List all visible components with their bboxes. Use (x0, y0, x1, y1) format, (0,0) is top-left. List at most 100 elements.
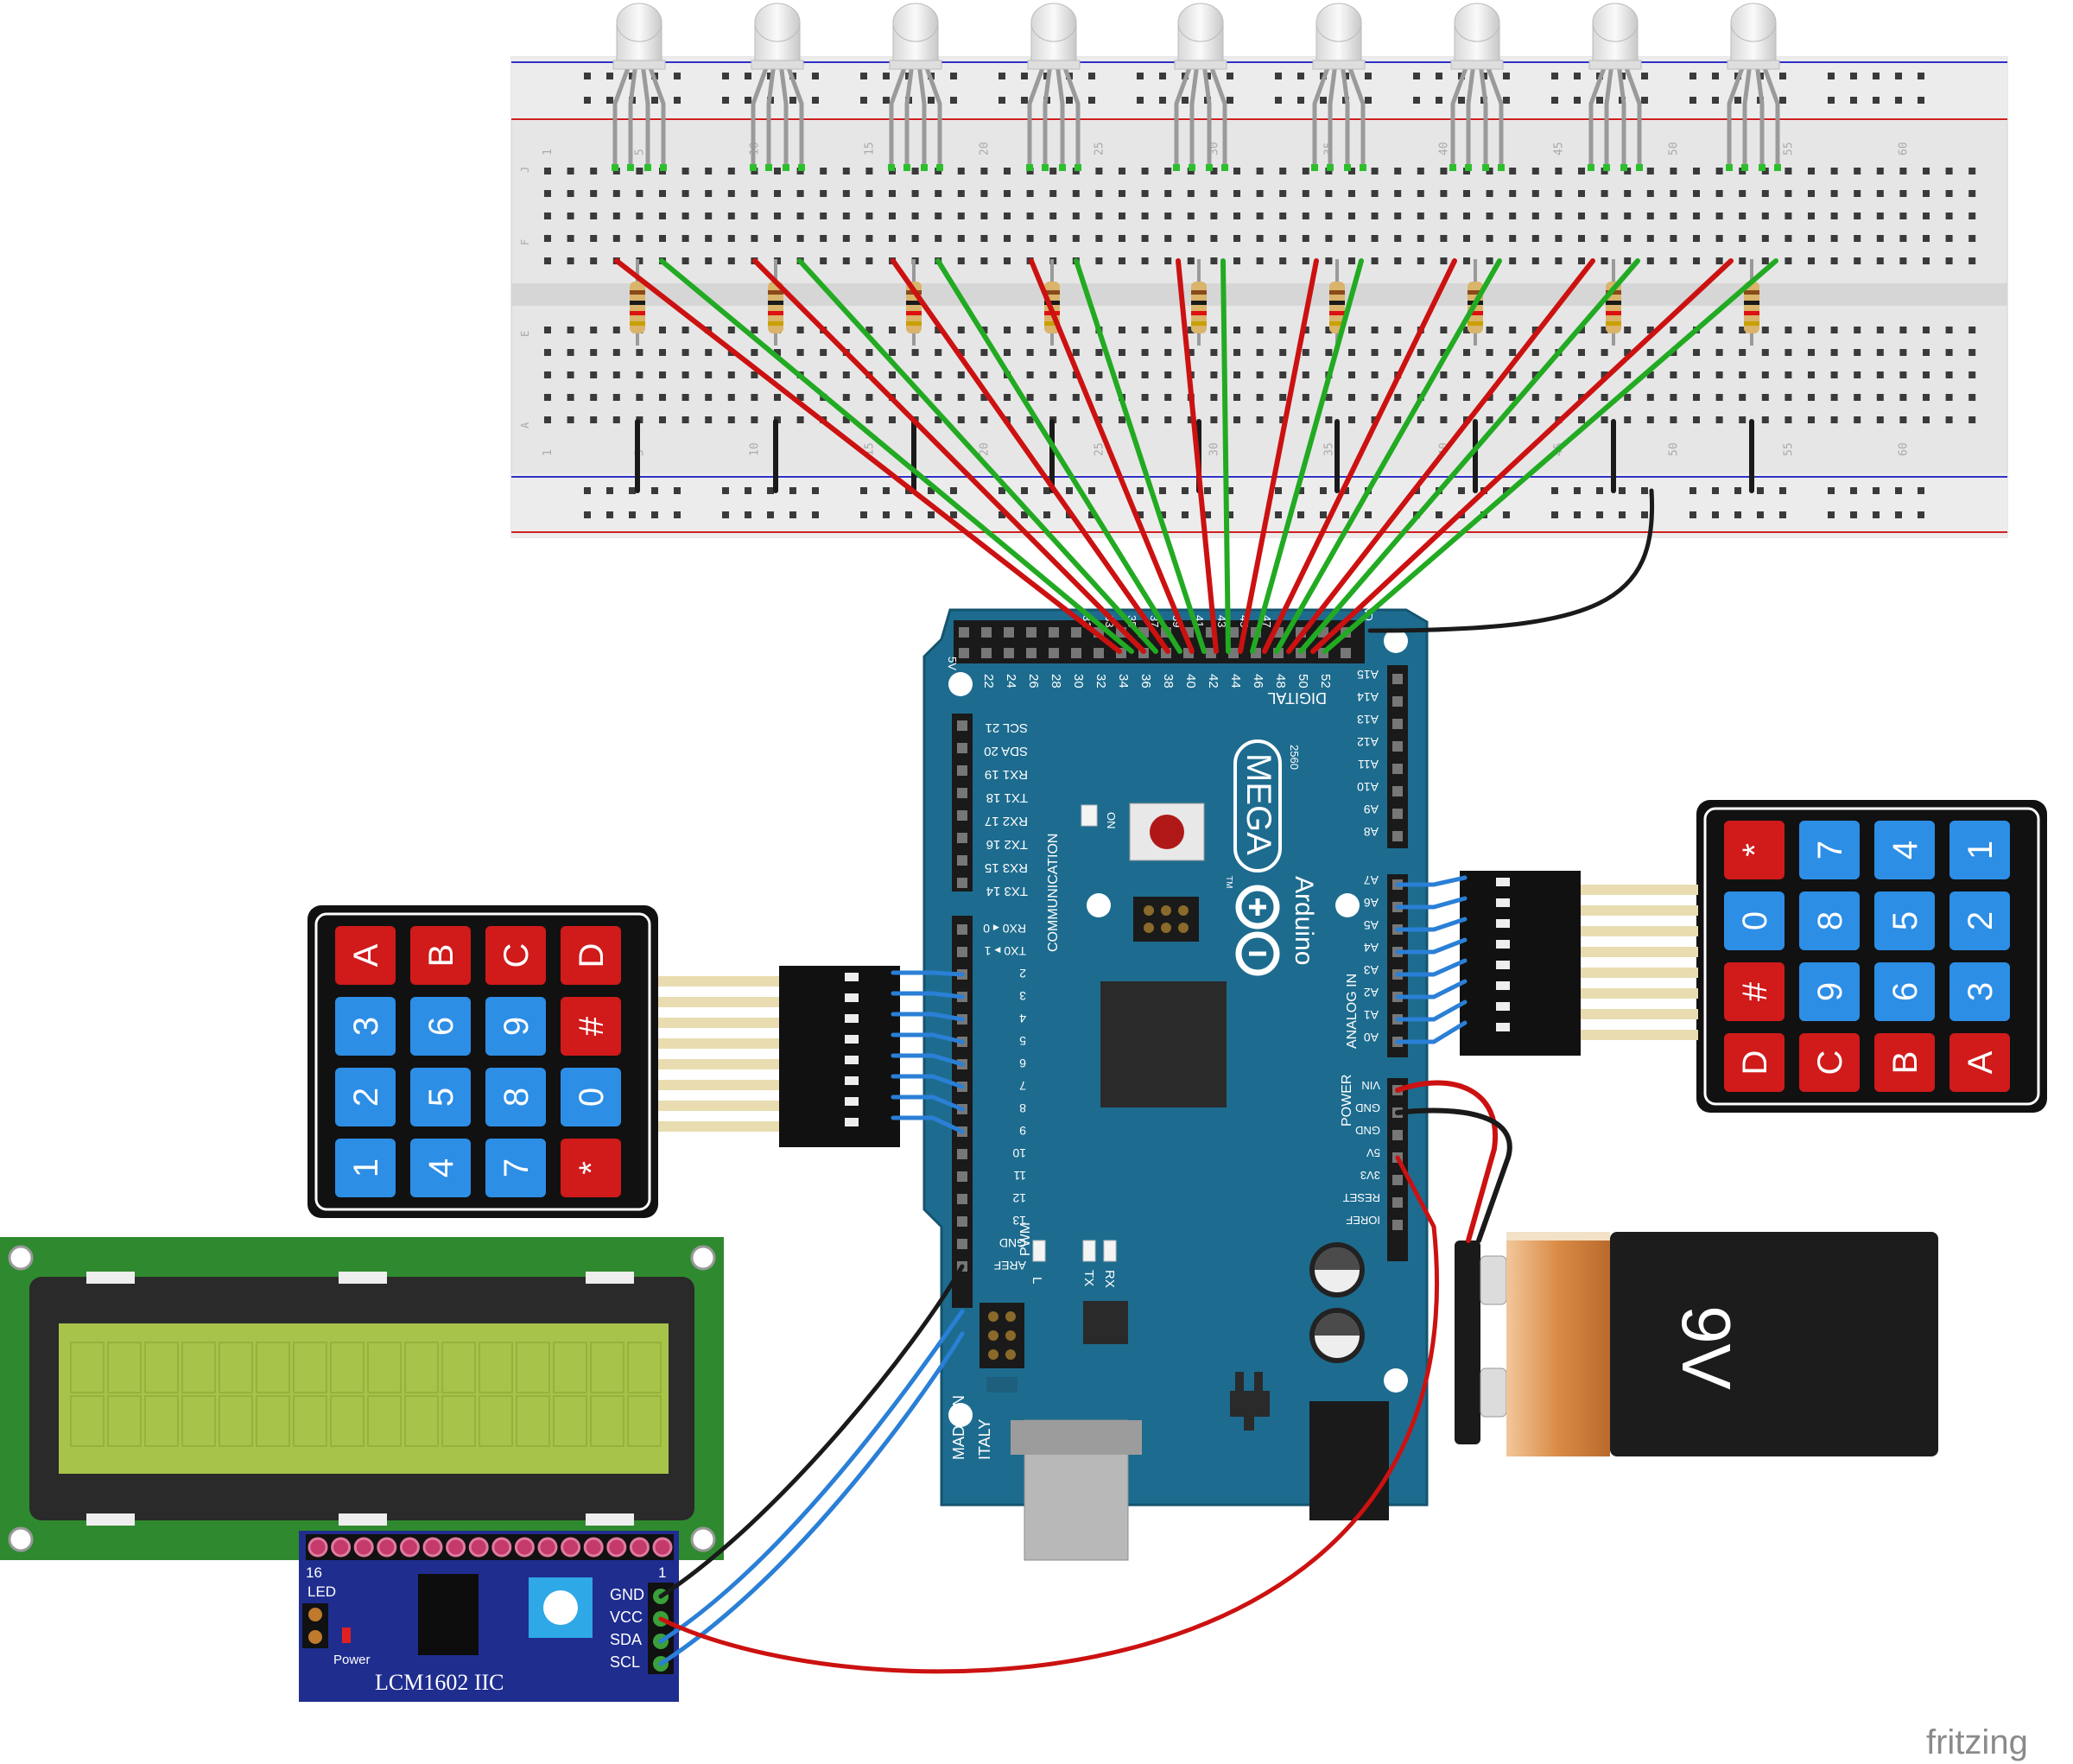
breadboard-hole (612, 416, 620, 423)
breadboard-hole (1808, 327, 1815, 333)
breadboard-hole (1004, 327, 1011, 333)
breadboard-hole (1486, 327, 1493, 333)
keypad-key-9[interactable]: 9 (485, 997, 546, 1056)
rail-hole (606, 487, 613, 494)
breadboard-hole (842, 190, 850, 197)
rail-hole (1779, 73, 1786, 79)
rail-hole (1850, 511, 1857, 518)
breadboard-hole (1899, 327, 1907, 333)
keypad-key-6[interactable]: 6 (1874, 962, 1935, 1021)
breadboard-hole (1279, 349, 1287, 356)
reset-button[interactable] (1129, 803, 1205, 861)
breadboard-hole (1968, 168, 1976, 174)
keypad-key-0[interactable]: 0 (1724, 892, 1785, 950)
comm-pin-label: SCL 21 (986, 720, 1028, 735)
keypad-key-8[interactable]: 8 (1799, 892, 1860, 950)
dc-power-jack[interactable] (1309, 1401, 1389, 1520)
breadboard-hole (727, 416, 735, 423)
rail-hole (584, 73, 591, 79)
iic-power-label: Power (333, 1653, 371, 1667)
breadboard-hole (1004, 190, 1011, 197)
breadboard-hole (1440, 371, 1448, 378)
breadboard-hole (1049, 394, 1057, 401)
keypad-key-5[interactable]: 5 (410, 1068, 471, 1126)
breadboard-hole (865, 327, 873, 333)
keypad-key-4[interactable]: 4 (410, 1139, 471, 1197)
breadboard-hole (567, 235, 574, 242)
column-number: 40 (1437, 142, 1450, 155)
row-label-j: J (519, 167, 531, 173)
breadboard-hole (1119, 349, 1125, 356)
keypad-key-c[interactable]: C (485, 926, 546, 985)
breadboard-hole (1715, 235, 1723, 242)
breadboard-hole (1555, 394, 1563, 401)
svg-text:A: A (1962, 1050, 2000, 1074)
breadboard-hole (1210, 416, 1218, 423)
breadboard-hole (1256, 190, 1264, 197)
keypad-key-7[interactable]: 7 (1799, 821, 1860, 879)
rail-hole (651, 97, 658, 104)
keypad-key-star[interactable]: * (1724, 821, 1785, 879)
keypad-key-8[interactable]: 8 (485, 1068, 546, 1126)
keypad-key-5[interactable]: 5 (1874, 892, 1935, 950)
breadboard-hole (911, 235, 919, 242)
breadboard-hole (1945, 416, 1953, 423)
breadboard-hole (1187, 327, 1195, 333)
breadboard-hole (1026, 235, 1034, 242)
breadboard-hole (636, 168, 643, 174)
keypad-key-2[interactable]: 2 (1949, 892, 2010, 950)
breadboard-hole (1578, 257, 1585, 264)
keypad-key-b[interactable]: B (410, 926, 471, 985)
keypad-key-a[interactable]: A (335, 926, 396, 985)
rail-hole (674, 97, 681, 104)
keypad-key-d[interactable]: D (1724, 1033, 1785, 1092)
pwm-pin-label: GND (999, 1236, 1026, 1250)
keypad-key-3[interactable]: 3 (1949, 962, 2010, 1021)
keypad-key-3[interactable]: 3 (335, 997, 396, 1056)
keypad-key-d[interactable]: D (561, 926, 621, 985)
breadboard-hole (820, 257, 827, 264)
column-number: 10 (748, 442, 761, 456)
keypad-key-6[interactable]: 6 (410, 997, 471, 1056)
keypad-key-b[interactable]: B (1874, 1033, 1935, 1092)
lcd-1602-display (0, 1237, 724, 1560)
breadboard-hole (1646, 371, 1654, 378)
breadboard-hole (796, 394, 804, 401)
breadboard-hole (1739, 235, 1747, 242)
keypad-key-hash[interactable]: # (561, 997, 621, 1056)
breadboard-hole (1233, 394, 1240, 401)
comm-pin-label: RX1 19 (985, 767, 1028, 782)
breadboard-hole (1646, 349, 1654, 356)
breadboard-hole (980, 371, 988, 378)
keypad-key-hash[interactable]: # (1724, 962, 1785, 1021)
breadboard-hole (935, 371, 942, 378)
breadboard-hole (820, 235, 827, 242)
keypad-left-wire (891, 1012, 965, 1022)
column-number: 60 (1897, 442, 1910, 456)
breadboard-hole (1670, 416, 1677, 423)
breadboard-hole (1785, 213, 1792, 219)
breadboard-hole (659, 371, 666, 378)
keypad-key-9[interactable]: 9 (1799, 962, 1860, 1021)
keypad-key-1[interactable]: 1 (335, 1139, 396, 1197)
lcd-char-cell (367, 1395, 402, 1447)
breadboard-hole (1394, 327, 1402, 333)
breadboard-hole (612, 235, 620, 242)
keypad-key-2[interactable]: 2 (335, 1068, 396, 1126)
breadboard-hole (636, 349, 643, 356)
breadboard-hole (1256, 213, 1264, 219)
keypad-key-4[interactable]: 4 (1874, 821, 1935, 879)
rail-hole (1828, 487, 1835, 494)
keypad-key-star[interactable]: * (561, 1139, 621, 1197)
breadboard-hole (567, 213, 574, 219)
breadboard-hole (1808, 394, 1815, 401)
digital-pin-label: 28 (1049, 674, 1063, 688)
keypad-key-c[interactable]: C (1799, 1033, 1860, 1092)
keypad-key-0[interactable]: 0 (561, 1068, 621, 1126)
analog-pin-label: A5 (1364, 918, 1379, 932)
keypad-key-a[interactable]: A (1949, 1033, 2010, 1092)
breadboard-hole (1141, 257, 1149, 264)
breadboard-hole (1876, 327, 1884, 333)
keypad-key-1[interactable]: 1 (1949, 821, 2010, 879)
keypad-key-7[interactable]: 7 (485, 1139, 546, 1197)
